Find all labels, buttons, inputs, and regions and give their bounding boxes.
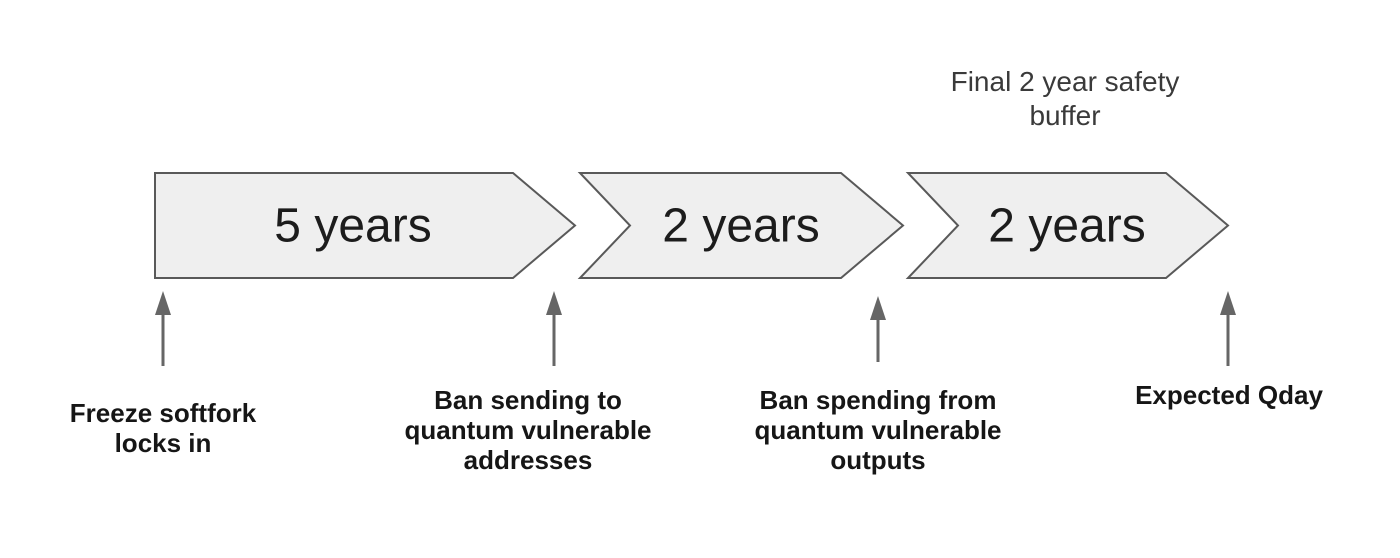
- milestone-4-label-line-1: Expected Qday: [1135, 380, 1323, 410]
- milestone-3-label-line-2: quantum vulnerable: [754, 415, 1002, 445]
- milestone-2-label: Ban sending to quantum vulnerable addres…: [404, 385, 651, 475]
- milestone-2-label-line-2: quantum vulnerable: [404, 415, 652, 445]
- milestone-3-label-line-3: outputs: [830, 445, 926, 475]
- segment-3-duration-label: 2 years: [988, 199, 1146, 253]
- milestone-4-up-arrow-icon: [1220, 291, 1236, 366]
- segment-2-duration-label: 2 years: [662, 199, 820, 253]
- milestone-3-label-line-1: Ban spending from: [759, 385, 997, 415]
- safety-buffer-note-line-1: Final 2 year safety: [950, 66, 1180, 97]
- milestone-4-label: Expected Qday: [1135, 380, 1323, 410]
- milestone-1-label: Freeze softfork locks in: [70, 398, 256, 458]
- milestone-3-label: Ban spending from quantum vulnerable out…: [754, 385, 1001, 475]
- safety-buffer-note: Final 2 year safety buffer: [951, 65, 1180, 133]
- milestone-3-up-arrow-icon: [870, 296, 886, 362]
- segment-1-duration-label: 5 years: [274, 199, 432, 253]
- segment-1-chevron-shape: [154, 172, 577, 279]
- milestone-1-up-arrow-icon: [155, 291, 171, 366]
- milestone-1-label-line-2: locks in: [114, 428, 212, 458]
- milestone-2-label-line-1: Ban sending to: [434, 385, 622, 415]
- segment-2-chevron-shape: [577, 172, 905, 279]
- milestone-1-label-line-1: Freeze softfork: [69, 398, 257, 428]
- segment-3-chevron-shape: [905, 172, 1230, 279]
- milestone-2-up-arrow-icon: [546, 291, 562, 366]
- milestone-2-label-line-3: addresses: [463, 445, 593, 475]
- safety-buffer-note-line-2: buffer: [1029, 100, 1101, 131]
